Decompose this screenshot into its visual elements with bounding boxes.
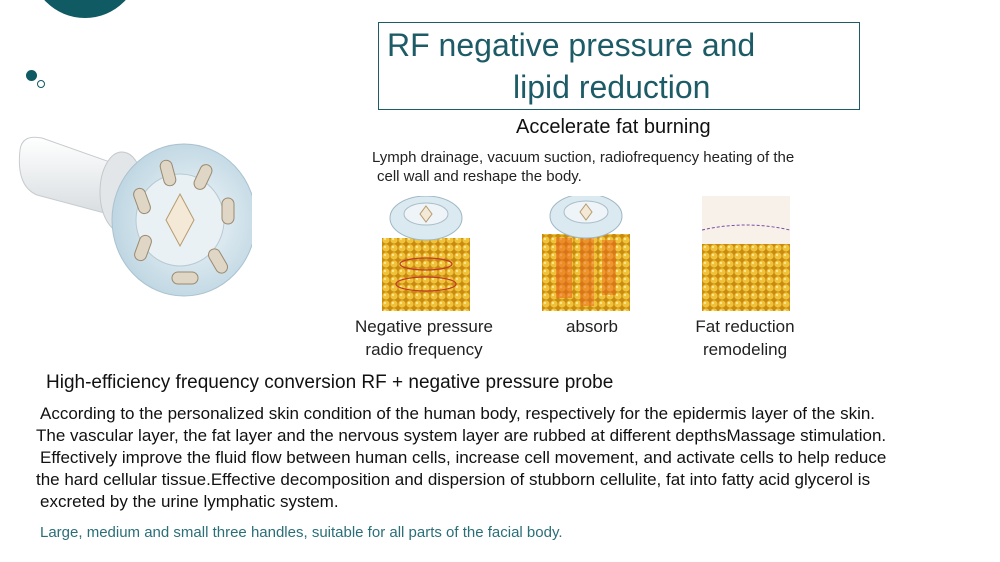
title-line-2: lipid reduction — [513, 69, 711, 105]
decorative-dot — [26, 70, 37, 81]
intro-text: Lymph drainage, vacuum suction, radiofre… — [372, 148, 872, 186]
body-line-4: the hard cellular tissue.Effective decom… — [36, 470, 871, 489]
decorative-ring — [37, 80, 45, 88]
body-line-2: The vascular layer, the fat layer and th… — [36, 426, 887, 445]
description-paragraph: According to the personalized skin condi… — [36, 403, 991, 513]
step-1-line-2: radio frequency — [365, 340, 483, 359]
intro-line-1: Lymph drainage, vacuum suction, radiofre… — [372, 149, 795, 166]
footnote: Large, medium and small three handles, s… — [40, 524, 563, 541]
absorb-fat-diagram-icon — [542, 196, 630, 311]
step-3-line-2: remodeling — [702, 340, 788, 359]
step-1-line-1: Negative pressure — [355, 317, 493, 336]
rf-probe-image — [18, 136, 252, 297]
probe-fat-diagram-icon — [382, 196, 470, 311]
body-line-5: excreted by the urine lymphatic system. — [40, 492, 339, 511]
step-label-absorb: absorb — [540, 315, 644, 338]
step-label-fat-reduction: Fat reduction remodeling — [670, 315, 820, 361]
headline: High-efficiency frequency conversion RF … — [46, 372, 614, 393]
step-3-line-1: Fat reduction — [695, 317, 795, 336]
body-line-3: Effectively improve the fluid flow betwe… — [40, 448, 887, 467]
title-line-1: RF negative pressure and — [387, 27, 756, 63]
title-box: RF negative pressure and lipid reduction — [378, 22, 860, 110]
body-line-1: According to the personalized skin condi… — [40, 404, 876, 423]
corner-decoration — [30, 0, 140, 18]
intro-line-2: cell wall and reshape the body. — [377, 168, 582, 185]
step-label-negative-pressure: Negative pressure radio frequency — [346, 315, 502, 361]
reduced-fat-diagram-icon — [702, 196, 790, 311]
step-2-line-1: absorb — [566, 317, 618, 336]
subtitle: Accelerate fat burning — [516, 116, 711, 138]
